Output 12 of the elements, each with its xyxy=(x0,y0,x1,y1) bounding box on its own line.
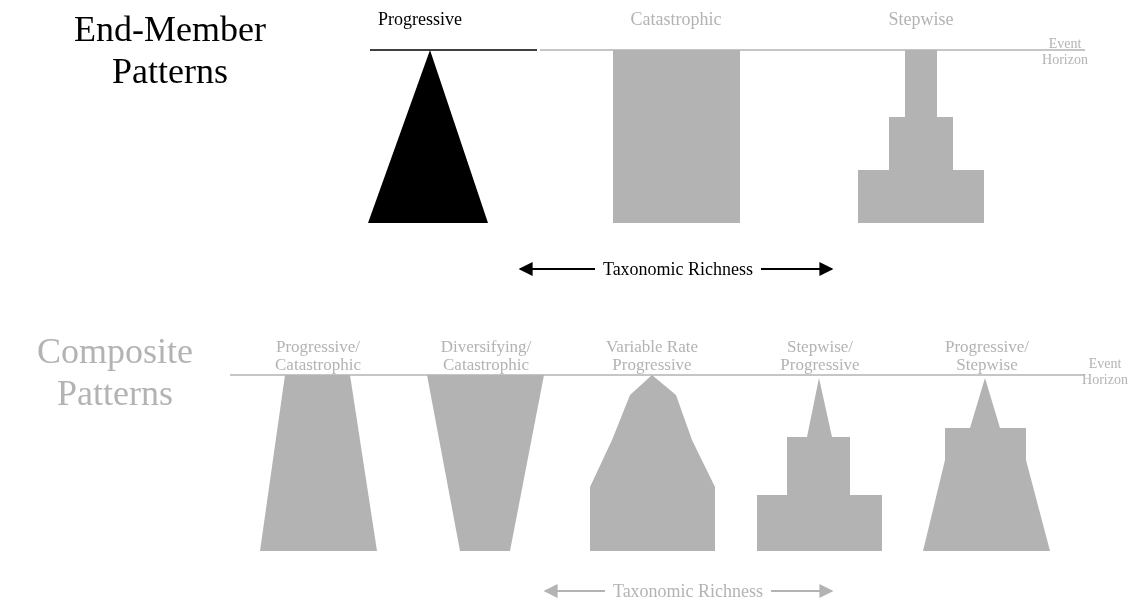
section-heading: End-Member Patterns xyxy=(73,8,267,92)
pattern-label: Variable Rate Progressive xyxy=(604,338,699,374)
pattern-label: Stepwise xyxy=(887,8,955,30)
section-heading: Composite Patterns xyxy=(36,330,194,414)
event-horizon-label: Event Horizon xyxy=(1081,356,1129,388)
pattern-label: Progressive xyxy=(377,8,463,30)
pattern-label: Progressive/ Stepwise xyxy=(943,338,1030,374)
event-horizon-label: Event Horizon xyxy=(1041,36,1089,68)
pattern-label: Catastrophic xyxy=(629,8,723,30)
pattern-label: Diversifying/ Catastrophic xyxy=(439,338,533,374)
pattern-label: Progressive/ Catastrophic xyxy=(274,338,362,374)
pattern-label: Stepwise/ Progressive xyxy=(779,338,861,374)
